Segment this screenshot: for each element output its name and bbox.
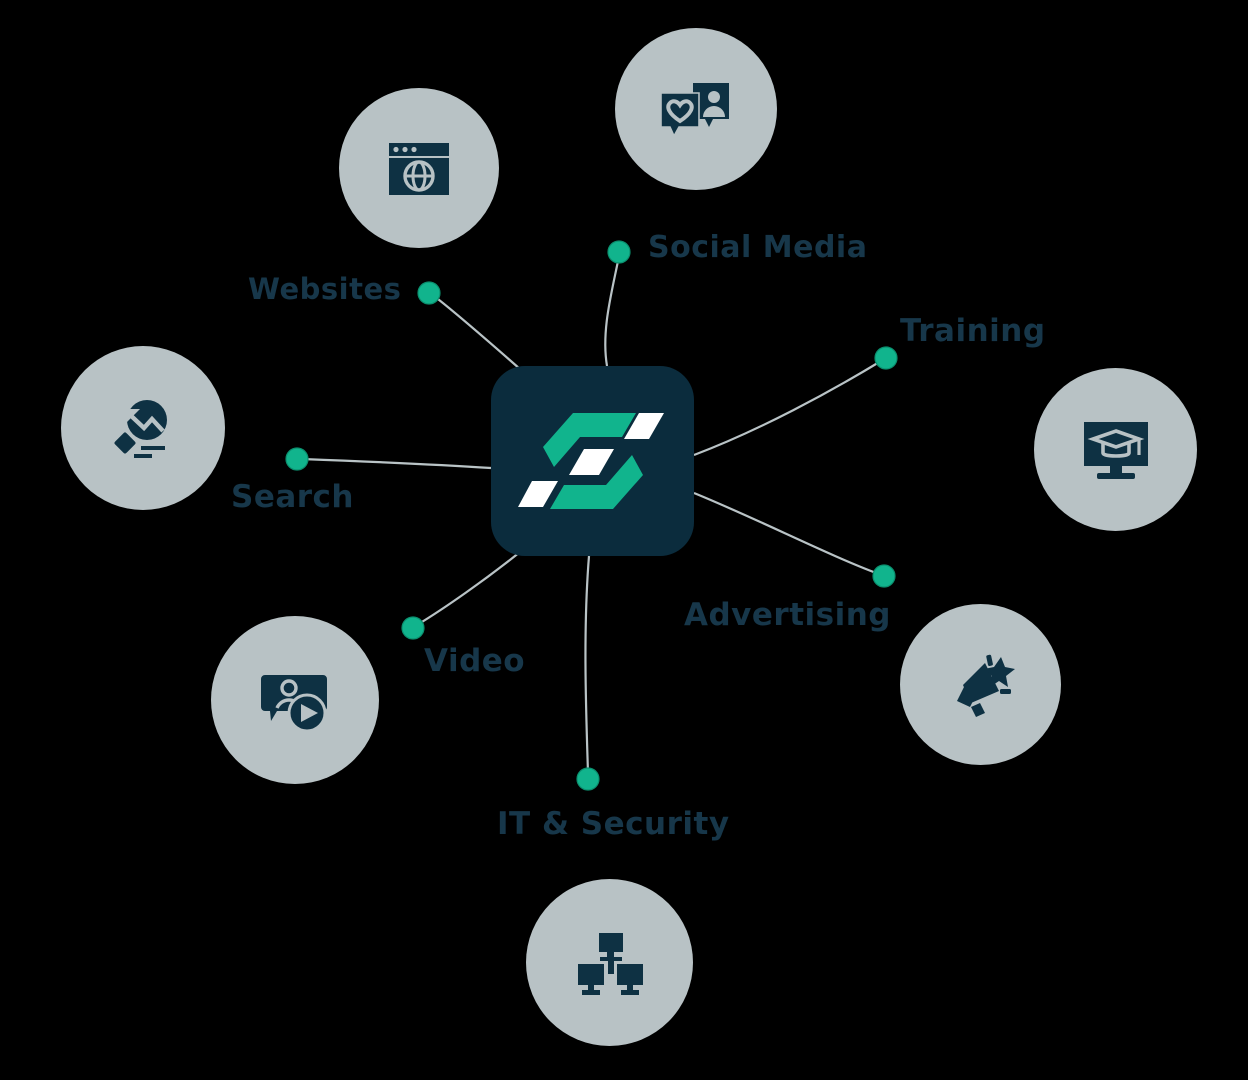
wire-advertising: [693, 491, 880, 576]
wire-video: [416, 551, 521, 626]
label-video: Video: [424, 643, 526, 679]
node-training[interactable]: [1034, 368, 1197, 531]
network-computers-icon: [577, 932, 643, 995]
dot-advertising[interactable]: [872, 564, 896, 588]
wire-training: [693, 360, 882, 457]
label-social-media: Social Media: [648, 230, 868, 265]
brand-mark-icon: [517, 413, 664, 509]
wire-social-media: [604, 255, 621, 367]
monitor-graduation-cap-icon: [1083, 421, 1148, 479]
wire-it-security: [584, 555, 591, 774]
magnifier-growth-arrow-icon: [114, 400, 167, 458]
label-advertising: Advertising: [684, 597, 891, 633]
chat-heart-person-icon: [660, 83, 729, 138]
wire-websites: [433, 295, 521, 370]
dot-training[interactable]: [874, 346, 898, 370]
label-training: Training: [900, 313, 1046, 349]
node-search[interactable]: [61, 346, 225, 510]
megaphone-sparkle-icon: [956, 654, 1015, 717]
node-websites[interactable]: [339, 88, 499, 248]
label-websites: Websites: [248, 272, 402, 306]
node-it-security[interactable]: [526, 879, 693, 1046]
dot-social-media[interactable]: [607, 240, 631, 264]
wire-search: [301, 457, 492, 470]
dot-search[interactable]: [285, 447, 309, 471]
label-search: Search: [231, 479, 355, 515]
node-social-media[interactable]: [615, 28, 777, 190]
center-logo[interactable]: [491, 366, 694, 556]
browser-globe-icon: [389, 143, 449, 195]
chat-person-play-icon: [261, 675, 327, 733]
node-video[interactable]: [211, 616, 379, 784]
dot-websites[interactable]: [417, 281, 441, 305]
node-advertising[interactable]: [900, 604, 1061, 765]
label-it-security: IT & Security: [497, 806, 730, 842]
dot-it-security[interactable]: [576, 767, 600, 791]
dot-video[interactable]: [401, 616, 425, 640]
